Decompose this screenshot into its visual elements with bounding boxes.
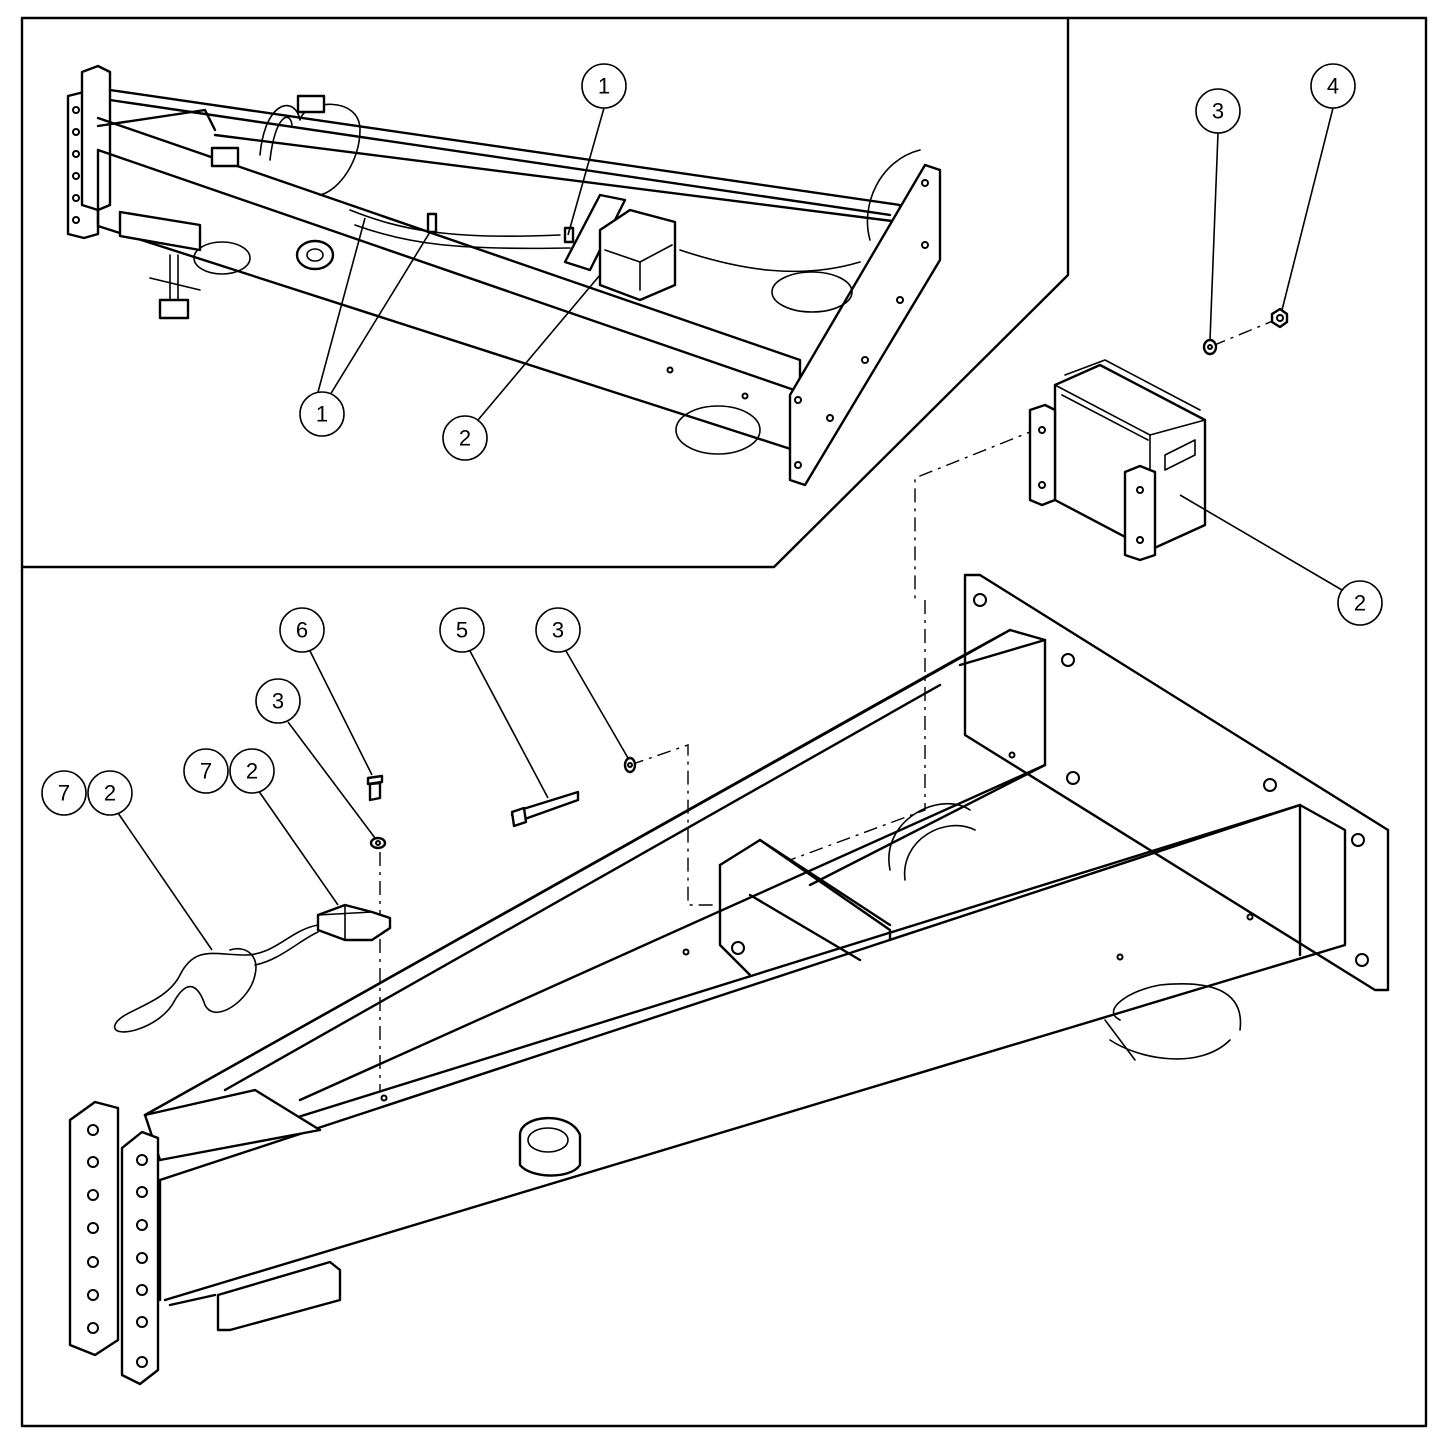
callout-number: 3 [1212,99,1224,124]
callout-bubble [229,748,275,794]
inset-panel-border [20,16,1070,569]
drawing-border [20,16,1428,1428]
callout-bubble [299,391,345,437]
callout-bubble [183,748,229,794]
callout-number: 5 [456,618,468,643]
callout-number: 3 [552,618,564,643]
callout-bubble [442,415,488,461]
callout-bubble [535,607,581,653]
callout-number: 3 [272,689,284,714]
callout-bubble [255,678,301,724]
callout-bubble [439,607,485,653]
callout-number: 2 [246,759,258,784]
callout-bubble [581,63,627,109]
main-frame-exploded [68,573,1390,1386]
battery-box-exploded [914,307,1289,600]
callout-number: 7 [58,781,70,806]
callout-number: 7 [200,759,212,784]
inset-assembled-frame [66,64,942,487]
callout-number: 2 [459,426,471,451]
callout-bubble [279,607,325,653]
callouts: 1 1 2 3 4 2 6 3 5 3 [41,63,1383,951]
hardware-parts [114,756,637,1033]
callout-bubble [1195,88,1241,134]
callout-number: 6 [296,618,308,643]
callout-number: 1 [598,74,610,99]
callout-number: 2 [1354,591,1366,616]
callout-bubble [87,770,133,816]
callout-bubble [41,770,87,816]
callout-number: 2 [104,781,116,806]
callout-bubble [1337,580,1383,626]
callout-number: 4 [1327,74,1339,99]
callout-bubble [1310,63,1356,109]
callout-number: 1 [316,402,328,427]
